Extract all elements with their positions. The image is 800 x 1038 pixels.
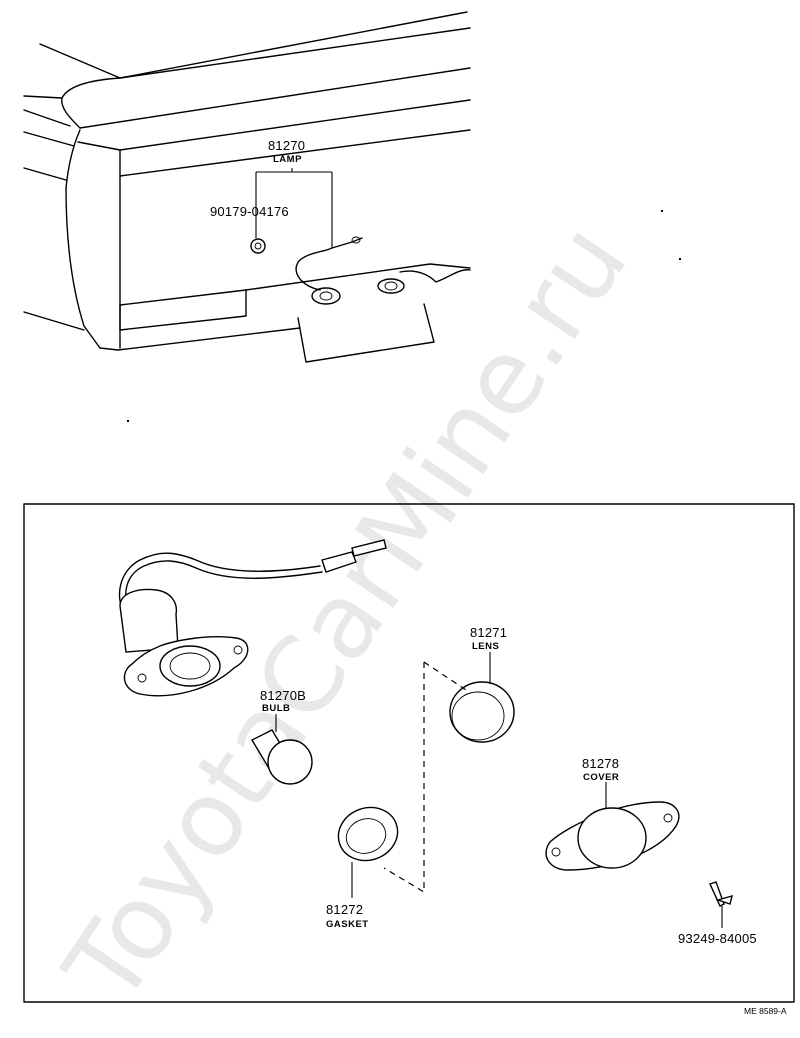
lamp-part-name: LAMP	[273, 154, 302, 165]
bulb-illustration	[251, 729, 313, 785]
lens-part-number: 81271	[470, 625, 507, 640]
lamp-housing-illustration	[118, 539, 387, 697]
gasket-part-name: GASKET	[326, 919, 369, 930]
nut-part-number: 90179-04176	[210, 204, 289, 219]
screw-illustration	[709, 881, 733, 907]
lamp-leader	[255, 168, 333, 248]
assembly-guide	[383, 661, 467, 894]
cover-illustration	[545, 801, 680, 871]
gasket-part-number: 81272	[326, 902, 363, 917]
cover-part-name: COVER	[583, 772, 619, 783]
bulb-part-name: BULB	[262, 703, 290, 714]
vehicle-rear-illustration	[23, 11, 471, 363]
lens-illustration	[449, 681, 515, 743]
lamp-part-number: 81270	[268, 138, 305, 153]
drawing-code: ME 8589-A	[744, 1006, 787, 1016]
cover-part-number: 81278	[582, 756, 619, 771]
screw-part-number: 93249-84005	[678, 931, 757, 946]
gasket-illustration	[337, 806, 399, 862]
detail-frame	[23, 503, 795, 1003]
lens-part-name: LENS	[472, 641, 499, 652]
bulb-part-number: 81270B	[260, 688, 306, 703]
